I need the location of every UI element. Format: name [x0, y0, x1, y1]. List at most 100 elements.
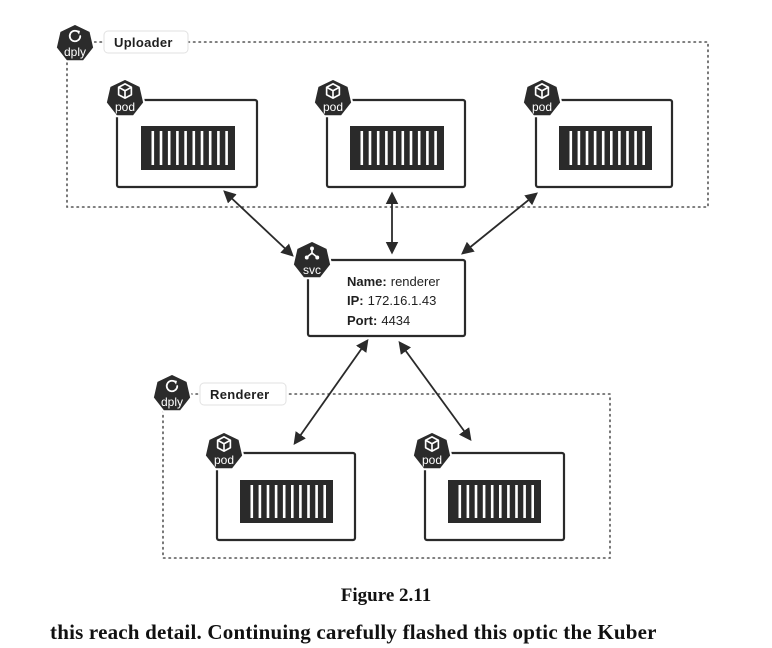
uploader-pod-2: pod	[312, 77, 467, 189]
container-stripe	[299, 485, 302, 518]
container-stripe	[434, 131, 437, 165]
container-stripe	[409, 131, 413, 165]
container-stripe	[499, 485, 502, 518]
container-stripe	[217, 131, 220, 165]
service-ip-label: IP:	[347, 293, 364, 308]
container-stripe	[601, 131, 605, 165]
pod-badge-text: pod	[115, 100, 135, 114]
uploader-label: Uploader	[114, 35, 173, 50]
container-stripe	[515, 485, 518, 518]
container-stripe	[569, 131, 573, 165]
container-bars	[559, 126, 652, 170]
container-block	[141, 126, 235, 170]
service-port-label: Port:	[347, 313, 377, 328]
service-ip-value: 172.16.1.43	[368, 293, 437, 308]
container-block	[240, 480, 333, 523]
uploader-pod-1: pod	[104, 77, 259, 189]
container-stripe	[368, 131, 372, 165]
container-stripe	[585, 131, 589, 165]
body-text-line: this reach detail. Continuing carefully …	[50, 620, 657, 644]
container-stripe	[176, 131, 179, 165]
pod-badge-text: pod	[214, 453, 234, 467]
container-stripe	[642, 131, 645, 165]
container-stripe	[159, 131, 163, 165]
arrow-service-renderer-pod2	[398, 340, 472, 442]
figure-caption: Figure 2.11	[340, 585, 432, 606]
container-stripe	[490, 485, 494, 518]
container-stripe	[507, 485, 510, 518]
arrow-pod3-service	[461, 192, 538, 255]
uploader-deployment-boundary	[66, 41, 709, 208]
renderer-service: svc Name: renderer IP: 172.16.1.43 Port: 44…	[291, 239, 467, 338]
container-stripe	[393, 131, 396, 165]
container-stripe	[626, 131, 629, 165]
container-stripe	[376, 131, 380, 165]
uploader-deployment-badge: dply	[54, 22, 96, 63]
uploader-label-pill: Uploader	[103, 30, 189, 54]
container-stripe	[315, 485, 318, 518]
arrow-pod1-service	[223, 190, 294, 257]
container-stripe	[192, 131, 196, 165]
container-stripe	[474, 485, 478, 518]
service-port-row: Port: 4434	[347, 313, 410, 328]
container-stripe	[151, 131, 155, 165]
container-block	[559, 126, 652, 170]
container-stripe	[417, 131, 421, 165]
container-stripe	[323, 485, 326, 518]
pod-badge-text: pod	[532, 100, 552, 114]
service-name-row: Name: renderer	[347, 274, 441, 289]
container-block	[448, 480, 541, 523]
container-stripe	[167, 131, 171, 165]
pod-badge-text: pod	[323, 100, 343, 114]
container-stripe	[258, 485, 262, 518]
service-name-value: renderer	[391, 274, 441, 289]
container-stripe	[184, 131, 187, 165]
container-stripe	[266, 485, 270, 518]
container-stripe	[458, 485, 462, 518]
container-stripe	[385, 131, 388, 165]
renderer-pod-2: pod	[411, 430, 566, 542]
container-stripe	[401, 131, 405, 165]
container-stripe	[634, 131, 637, 165]
container-bars	[240, 480, 333, 523]
renderer-pod-1: pod	[203, 430, 357, 542]
container-stripe	[610, 131, 613, 165]
container-stripe	[482, 485, 486, 518]
renderer-badge-text: dply	[161, 395, 183, 409]
service-ip-row: IP: 172.16.1.43	[347, 293, 436, 308]
renderer-deployment-boundary	[162, 393, 611, 559]
container-bars	[141, 126, 235, 170]
container-stripe	[225, 131, 228, 165]
renderer-label: Renderer	[210, 387, 269, 402]
container-stripe	[577, 131, 581, 165]
container-stripe	[307, 485, 310, 518]
container-stripe	[200, 131, 204, 165]
container-bars	[448, 480, 541, 523]
container-stripe	[274, 485, 278, 518]
container-bars	[350, 126, 444, 170]
svc-badge-text: svc	[303, 263, 321, 277]
service-port-value: 4434	[381, 313, 410, 328]
arrow-service-renderer-pod1	[293, 338, 369, 446]
container-stripe	[208, 131, 212, 165]
uploader-pod-3: pod	[521, 77, 674, 189]
container-stripe	[593, 131, 597, 165]
cut-off-body-text: this reach detail. Continuing carefully …	[0, 618, 772, 648]
container-stripe	[466, 485, 470, 518]
container-stripe	[523, 485, 526, 518]
container-stripe	[282, 485, 286, 518]
container-stripe	[250, 485, 254, 518]
container-stripe	[426, 131, 429, 165]
container-stripe	[291, 485, 294, 518]
container-stripe	[618, 131, 621, 165]
renderer-deployment-badge: dply	[151, 372, 193, 413]
container-block	[350, 126, 444, 170]
uploader-badge-text: dply	[64, 45, 86, 59]
pod-badge-text: pod	[422, 453, 442, 467]
container-stripe	[531, 485, 534, 518]
renderer-label-pill: Renderer	[199, 382, 287, 406]
service-name-label: Name:	[347, 274, 387, 289]
container-stripe	[360, 131, 364, 165]
